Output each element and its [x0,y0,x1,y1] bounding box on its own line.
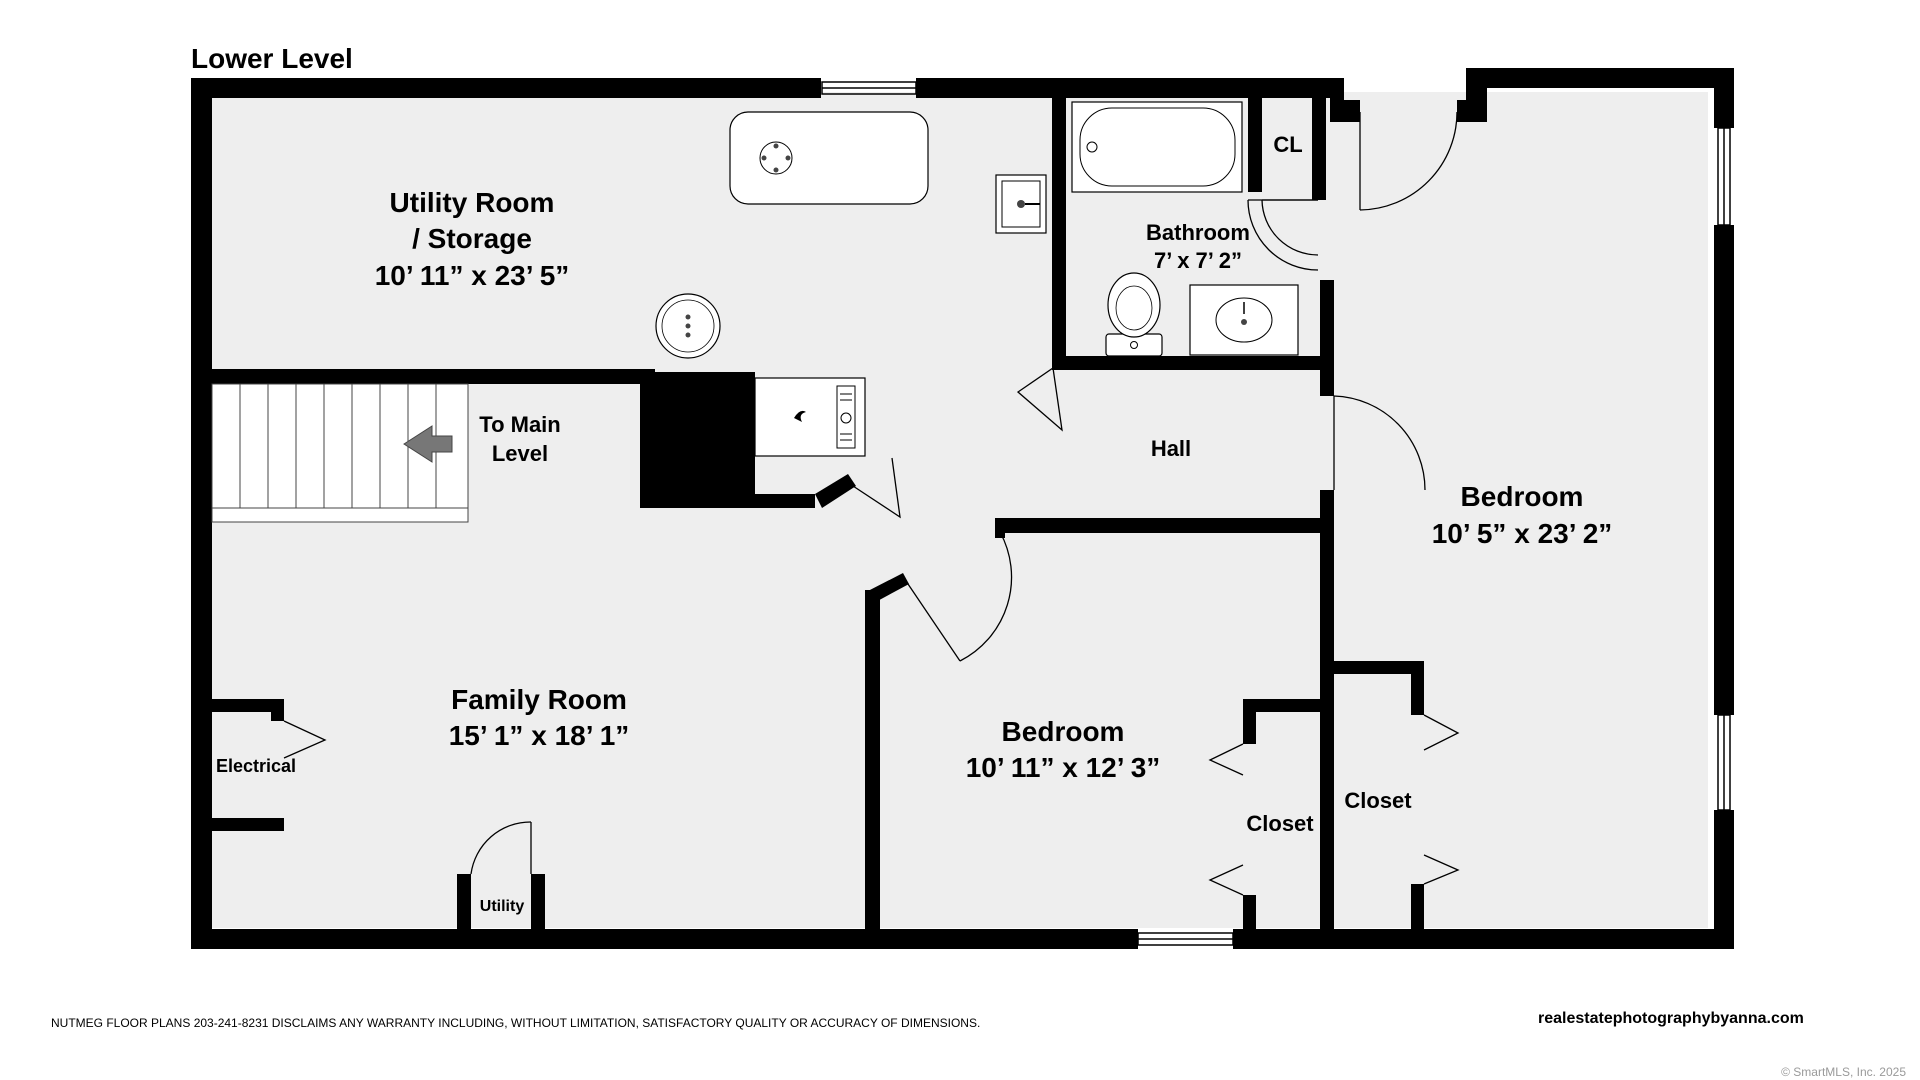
interior-walls [200,92,1424,930]
bathtub-icon [1071,101,1243,193]
furnace-icon [754,377,866,457]
utility-room-name-line2: / Storage [412,223,532,254]
family-room-dimensions: 15’ 1” x 18’ 1” [449,720,630,751]
vanity-sink-icon [1189,284,1299,356]
family-room-name: Family Room [451,684,627,715]
exterior-walls [191,68,1734,949]
plan-title: Lower Level [191,43,353,74]
electrical-label: Electrical [216,756,296,776]
copyright-text: © SmartMLS, Inc. 2025 [1781,1065,1906,1079]
disclaimer-text: NUTMEG FLOOR PLANS 203-241-8231 DISCLAIM… [51,1016,981,1030]
closet-cl-label: CL [1273,132,1302,157]
utility-closet-label: Utility [480,898,525,915]
bedroom-south-dimensions: 10’ 11” x 12’ 3” [966,752,1161,783]
stairs-label-line2: Level [492,441,548,466]
website-link[interactable]: realestatephotographybyanna.com [1538,1010,1804,1027]
arrow-left-icon [403,425,453,463]
utility-sink-icon [995,174,1047,234]
stairs-label-line1: To Main [479,412,560,437]
door-swings [283,111,1460,896]
closet-b-label: Closet [1344,788,1412,813]
utility-room-name-line1: Utility Room [390,187,555,218]
bedroom-east-name: Bedroom [1461,481,1584,512]
bedroom-east-dimensions: 10’ 5” x 23’ 2” [1432,518,1613,549]
hall-label: Hall [1151,436,1191,461]
windows [821,81,1731,946]
bedroom-south-name: Bedroom [1002,716,1125,747]
bathroom-name: Bathroom [1146,220,1250,245]
utility-room-dimensions: 10’ 11” x 23’ 5” [375,260,570,291]
water-heater-icon [655,293,721,359]
water-tank-icon [729,111,929,205]
bathroom-dimensions: 7’ x 7’ 2” [1154,248,1242,273]
closet-a-label: Closet [1246,811,1314,836]
toilet-icon [1105,272,1163,357]
